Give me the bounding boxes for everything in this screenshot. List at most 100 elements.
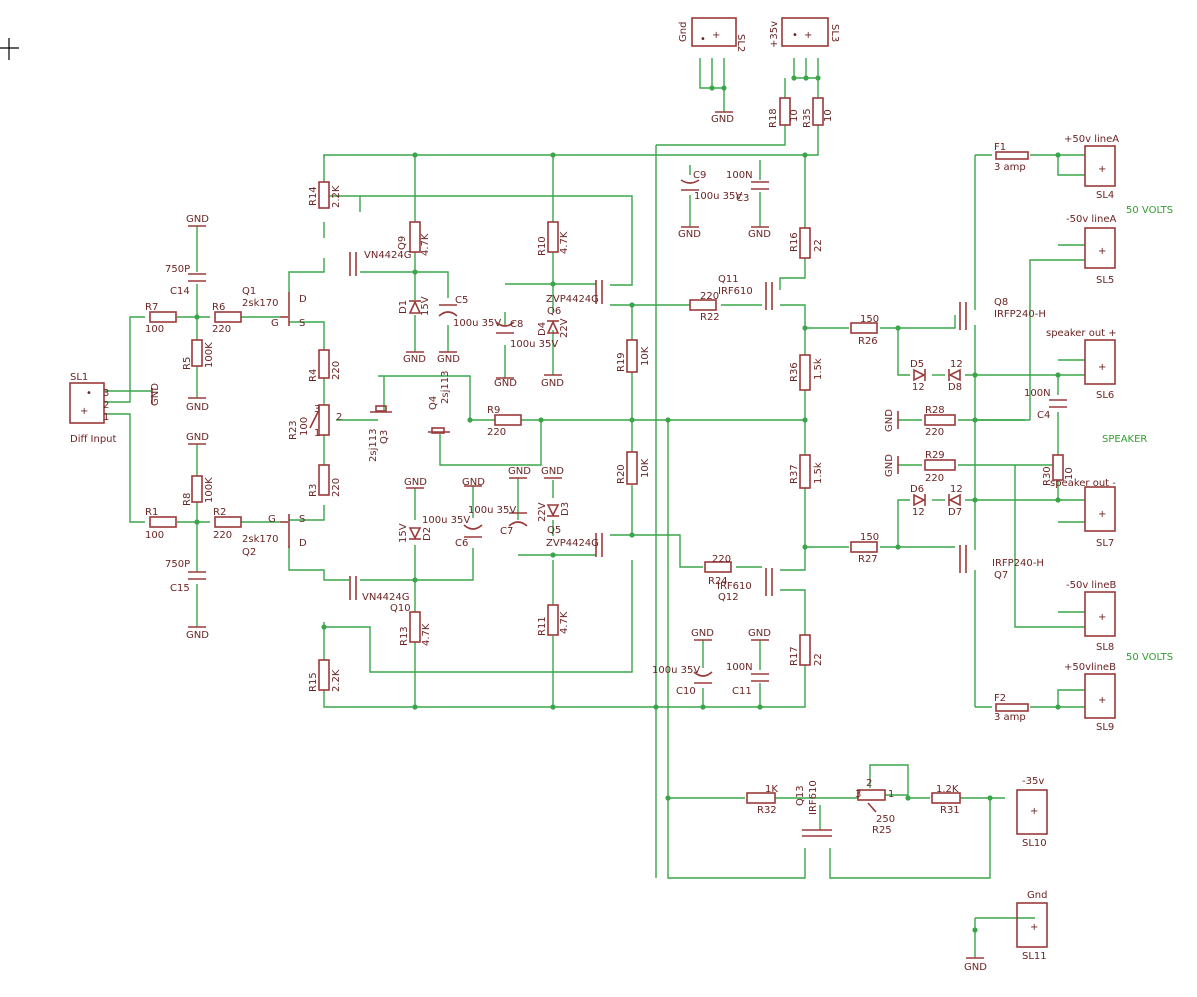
capacitor-value: 100u 35V (422, 515, 470, 526)
resistor-r8: R8 100K (182, 475, 215, 506)
wire-network (104, 58, 1085, 958)
diode-value: 22V (537, 502, 548, 522)
connector-name: SL9 (1096, 722, 1114, 733)
connector-sl11: + Gnd SL11 (1016, 890, 1048, 962)
diode-name: D8 (948, 382, 962, 393)
resistor-name: R30 (1042, 466, 1053, 486)
resistor-value: 10 (823, 109, 834, 122)
capacitor-c9: C9 100u 35V (680, 170, 742, 202)
diode-d5: D5 12 (910, 359, 926, 393)
ground-symbols: GND GND GND GND GND GND GND GND GND GND … (150, 111, 987, 973)
resistor-value: 4.7K (559, 231, 570, 254)
resistor-name: R5 (182, 357, 193, 370)
diode-value: 12 (950, 359, 963, 370)
resistor-name: R2 (213, 507, 226, 518)
svg-text:GND: GND (150, 383, 161, 406)
resistor-r30: R30 10 (1042, 454, 1075, 486)
svg-text:•: • (86, 388, 92, 399)
resistor-r7: R7 100 (145, 302, 177, 335)
resistor-r1: R1 100 (145, 507, 177, 541)
svg-text:+: + (1098, 509, 1106, 520)
resistor-r28: R28 220 (924, 405, 956, 438)
resistor-name: R28 (925, 405, 945, 416)
svg-text:GND: GND (437, 354, 460, 365)
resistor-r27: 150 R27 (850, 532, 879, 565)
connector-name: SL10 (1022, 838, 1047, 849)
capacitor-name: C3 (736, 193, 749, 204)
transistor-value: IRF610 (718, 286, 753, 297)
svg-text:GND: GND (186, 432, 209, 443)
pin-label: 3 (314, 404, 320, 415)
capacitor-c5: C5 100u 35V (438, 295, 501, 329)
ground-symbol-icon: GND (186, 432, 209, 445)
junction-dots (194, 75, 1061, 933)
resistor-name: R13 (399, 626, 410, 646)
pin-label: 1 (888, 789, 894, 800)
ground-symbol-icon: GND (541, 466, 564, 479)
resistor-r12: 4.7K (409, 221, 431, 256)
resistor-r32: 1K R32 (746, 784, 778, 816)
resistor-name: R7 (145, 302, 158, 313)
connector-name: SL4 (1096, 190, 1114, 201)
svg-text:GND: GND (541, 378, 564, 389)
diode-value: 22V (559, 318, 570, 338)
connector-sl9: + +50vlineB SL9 (1064, 662, 1116, 733)
resistor-name: R23 (288, 420, 299, 440)
capacitor-c8: C8 100u 35V (495, 319, 558, 350)
resistor-value: 22 (813, 653, 824, 666)
resistor-value: 100 (299, 417, 310, 436)
resistor-r23-trimmer: R23 100 3 2 1 (288, 404, 342, 440)
connector-label: speaker out - (1050, 478, 1116, 489)
resistor-r2: R2 220 (213, 507, 242, 541)
resistor-r17: R17 22 (789, 634, 824, 666)
diode-d7: 12 D7 (948, 484, 963, 518)
net-label-50v-a: 50 VOLTS (1126, 205, 1173, 216)
diode-name: D3 (560, 502, 571, 516)
svg-text:GND: GND (691, 628, 714, 639)
resistor-name: R1 (145, 507, 158, 518)
svg-text:+: + (1030, 806, 1038, 817)
resistor-value: 150 (860, 532, 879, 543)
ground-symbol-icon: GND (150, 383, 161, 406)
pin-label: G (268, 514, 276, 525)
svg-text:+: + (1098, 695, 1106, 706)
ground-symbol-icon: GND (186, 397, 209, 413)
resistor-value: 220 (331, 478, 342, 497)
transistor-value: IRFP240-H (994, 309, 1046, 320)
resistor-r3: R3 220 (308, 464, 342, 497)
transistor-q1: Q1 2sk170 D G S (242, 286, 307, 329)
connector-name: SL2 (735, 34, 746, 52)
connector-sl6: + speaker out + SL6 (1046, 328, 1117, 401)
resistor-name: R37 (789, 464, 800, 484)
resistor-value: 10K (640, 458, 651, 478)
resistor-r20: R20 10K (616, 451, 651, 485)
svg-text:GND: GND (884, 409, 895, 432)
connector-name: SL8 (1096, 642, 1114, 653)
diode-d4: D4 22V (537, 318, 570, 338)
resistor-value: 220 (925, 427, 944, 438)
ground-symbol-icon: GND (508, 466, 531, 479)
resistor-value: 220 (487, 427, 506, 438)
resistor-value: 100K (204, 342, 215, 368)
diode-value: 15V (398, 523, 409, 543)
connector-name: SL3 (829, 24, 840, 42)
diode-value: 12 (912, 507, 925, 518)
transistor-q12: IRF610 Q12 (717, 568, 773, 603)
resistor-r11: R11 4.7K (537, 604, 570, 636)
connector-name: SL5 (1096, 275, 1114, 286)
capacitor-c14: 750P C14 (165, 264, 206, 297)
resistor-value: 150 (860, 314, 879, 325)
ground-symbol-icon: GND (884, 409, 899, 432)
resistor-r9: R9 220 (487, 405, 522, 438)
svg-text:GND: GND (508, 466, 531, 477)
transistor-q7: IRFP240-H Q7 (959, 545, 1044, 581)
resistor-r18: R18 10 (768, 97, 800, 128)
connector-label: Gnd (678, 22, 689, 42)
resistor-name: R14 (308, 186, 319, 206)
diode-d1: D1 15V (398, 296, 431, 316)
diode-d2: 15V D2 (398, 523, 433, 543)
svg-text:GND: GND (494, 378, 517, 389)
connector-sl8: + -50v lineB SL8 (1066, 580, 1116, 653)
connector-name: SL11 (1022, 951, 1047, 962)
crosshair-cursor-icon (0, 38, 19, 60)
